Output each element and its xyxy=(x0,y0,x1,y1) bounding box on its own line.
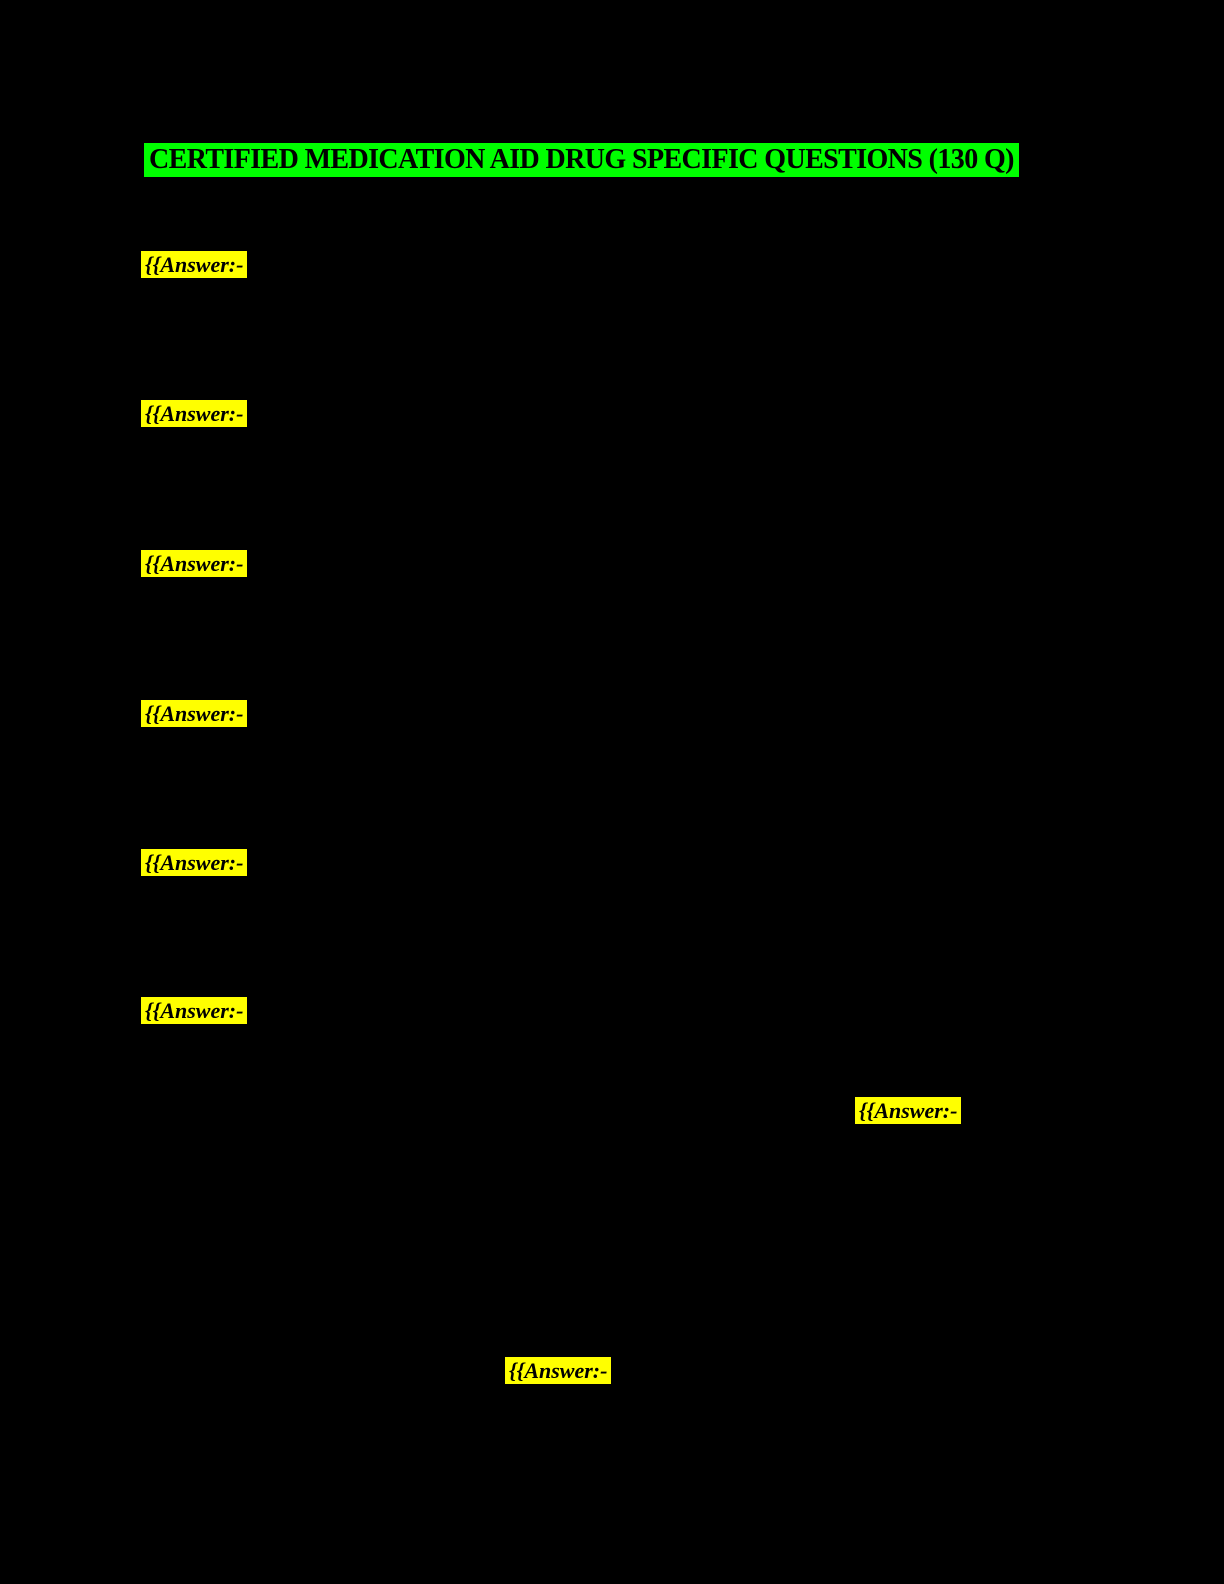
answer-marker-7: {{Answer:- xyxy=(855,1097,962,1124)
answer-marker-4: {{Answer:- xyxy=(141,700,248,727)
answer-marker-8: {{Answer:- xyxy=(505,1357,612,1384)
answer-marker-2: {{Answer:- xyxy=(141,400,248,427)
answer-marker-6: {{Answer:- xyxy=(141,997,248,1024)
answer-marker-5: {{Answer:- xyxy=(141,849,248,876)
document-title: CERTIFIED MEDICATION AID DRUG SPECIFIC Q… xyxy=(144,143,1019,177)
answer-marker-3: {{Answer:- xyxy=(141,550,248,577)
answer-marker-1: {{Answer:- xyxy=(141,251,248,278)
